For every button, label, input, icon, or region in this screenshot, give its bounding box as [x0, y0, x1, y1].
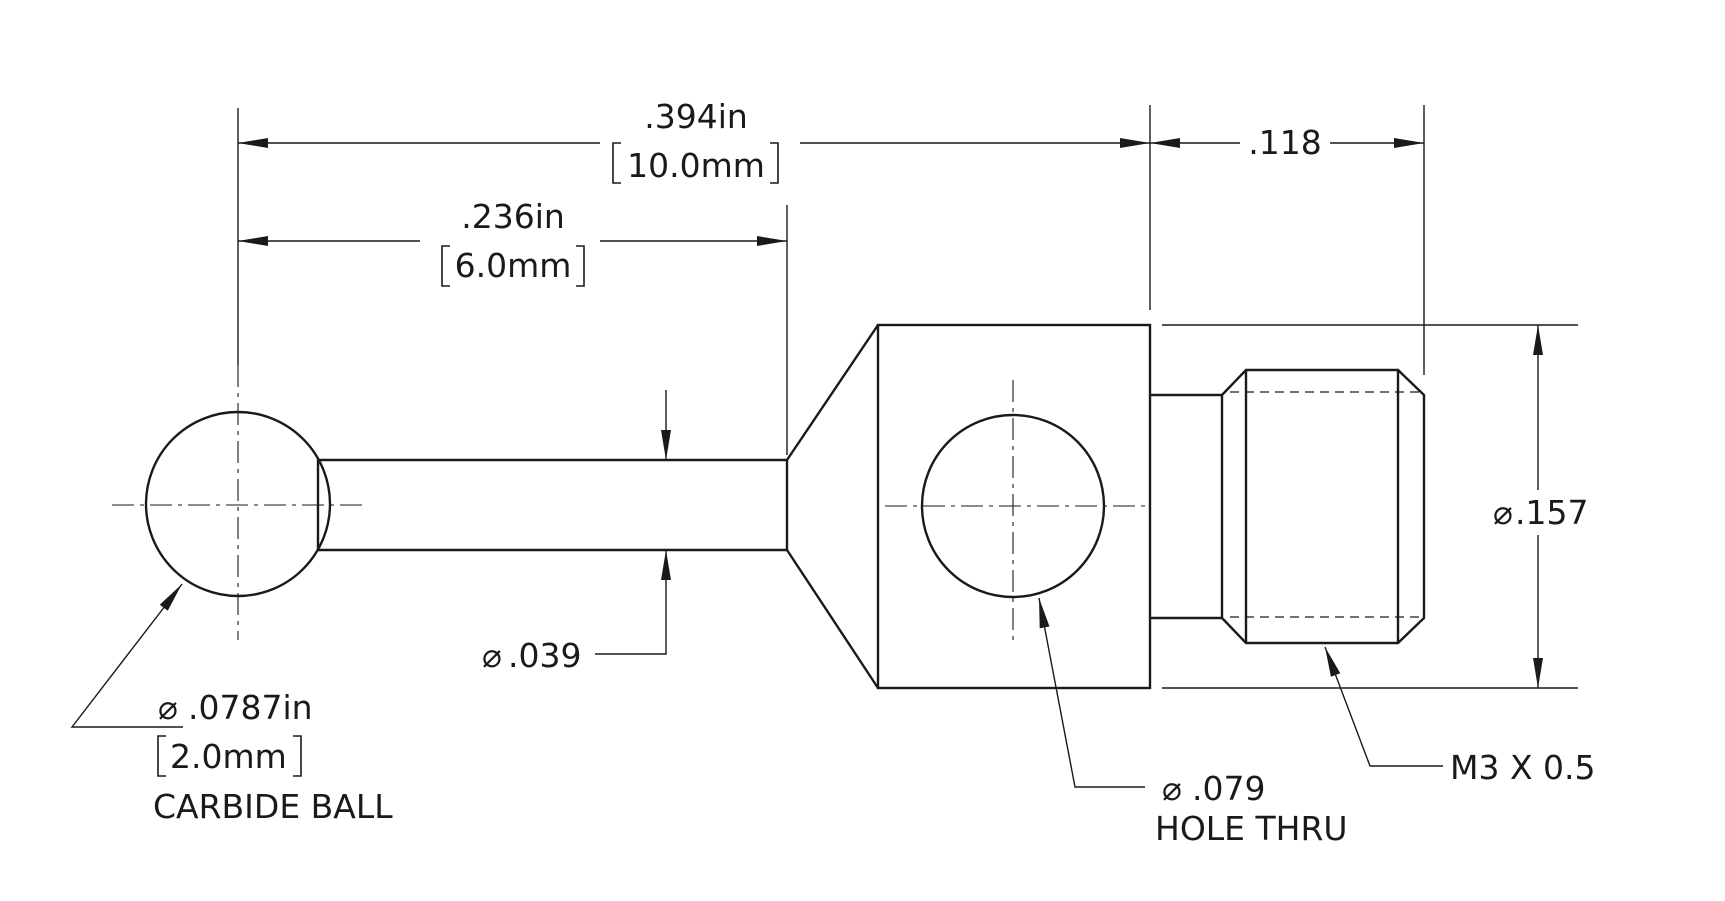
stem-length-mm: 6.0mm [455, 246, 572, 285]
stem-length-in: .236in [461, 197, 565, 236]
diameter-symbol: ⌀ [482, 636, 502, 675]
stem-diameter: .039 [508, 636, 581, 675]
thread-neck [1150, 393, 1222, 620]
diameter-symbol: ⌀ [1162, 769, 1182, 808]
thread-length: .118 [1248, 123, 1321, 162]
extension-lines [237, 105, 1578, 689]
overall-length-in: .394in [644, 97, 748, 136]
dimension-labels: .394in 10.0mm .236in 6.0mm .118 ⌀ .157 ⌀… [153, 97, 1596, 848]
threaded-shank [1220, 368, 1426, 645]
taper [785, 324, 880, 689]
hole-diameter: .079 [1192, 769, 1265, 808]
center-lines [112, 365, 1145, 640]
overall-length-mm: 10.0mm [627, 146, 765, 185]
diameter-symbol: ⌀ [158, 688, 178, 727]
ball-diameter-in: .0787in [188, 688, 313, 727]
mm-brackets [157, 142, 779, 777]
thread-minor-lines [1230, 391, 1420, 618]
thread-callout: M3 X 0.5 [1450, 748, 1596, 787]
hole-note: HOLE THRU [1155, 809, 1348, 848]
body-block [876, 323, 1152, 690]
part-outline [144, 323, 1426, 690]
body-diameter: .157 [1515, 493, 1588, 532]
ball-diameter-mm: 2.0mm [170, 737, 287, 776]
dimension-lines [70, 138, 1543, 788]
diameter-symbol: ⌀ [1493, 493, 1513, 532]
ball-note: CARBIDE BALL [153, 787, 393, 826]
stem [316, 458, 789, 552]
